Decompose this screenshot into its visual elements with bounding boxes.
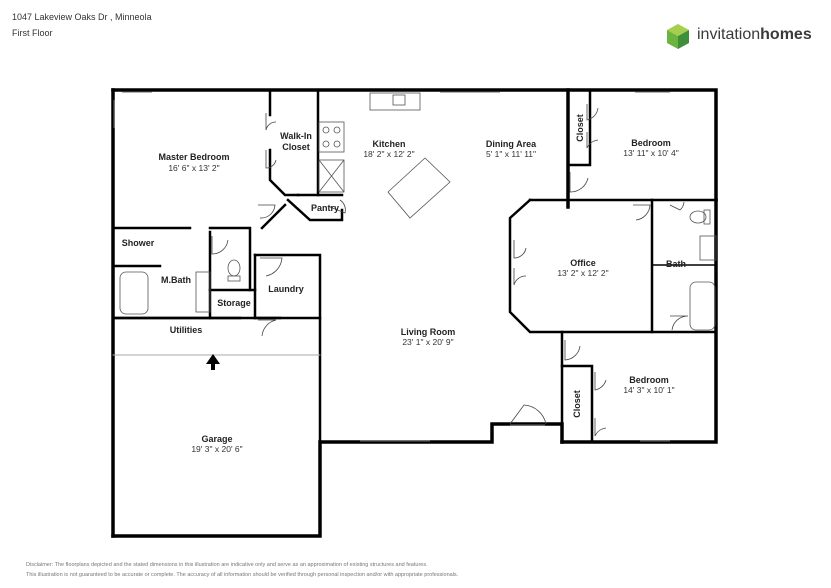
outer-wall [566, 88, 718, 202]
room-garage: Garage [201, 434, 232, 444]
room-dining-area-dim: 5' 1" x 11' 11" [486, 149, 536, 159]
room-dining-area: Dining Area [486, 139, 537, 149]
fridge-icon [318, 159, 345, 193]
disclaimer-line-1: Disclaimer: The floorplans depicted and … [26, 562, 428, 568]
bathtub-icon [119, 271, 149, 315]
kitchen-island [387, 157, 451, 219]
room-closet-bottom: Closet [572, 390, 582, 418]
room-walk-in-closet-line2: Closet [282, 142, 310, 152]
interior-wall [260, 203, 287, 230]
toilet-icon [689, 210, 707, 224]
stove-icon [318, 121, 345, 153]
property-address: 1047 Lakeview Oaks Dr , Minneola [12, 12, 152, 22]
room-office: Office [570, 258, 596, 268]
room-master-bedroom: Master Bedroom [158, 152, 229, 162]
room-garage-dim: 19' 3" x 20' 6" [191, 444, 242, 454]
room-storage: Storage [217, 298, 251, 308]
fixtures [119, 92, 717, 331]
interior-wall [566, 90, 592, 167]
interior-wall [253, 253, 322, 444]
interior-wall [508, 198, 718, 334]
room-closet-top: Closet [575, 114, 585, 142]
room-bedroom-bottom-dim: 14' 3" x 10' 1" [623, 385, 674, 395]
room-living-room-dim: 23' 1" x 20' 9" [402, 337, 453, 347]
room-pantry: Pantry [311, 203, 339, 213]
room-utilities: Utilities [170, 325, 203, 335]
vanity-icon [195, 271, 211, 313]
vanity-icon [699, 235, 717, 261]
toilet-icon [227, 259, 241, 277]
room-bedroom-top: Bedroom [631, 138, 671, 148]
logo-cube-icon [667, 24, 689, 49]
interior-wall [286, 198, 344, 222]
room-shower: Shower [122, 238, 155, 248]
room-office-dim: 13' 2" x 12' 2" [557, 268, 608, 278]
room-kitchen-dim: 18' 2" x 12' 2" [363, 149, 414, 159]
brand-logo: invitationhomes [663, 22, 823, 52]
interior-wall [208, 226, 252, 292]
room-living-room: Living Room [401, 327, 456, 337]
outer-wall [560, 198, 718, 444]
bathtub-icon [689, 281, 716, 331]
room-walk-in-closet: Walk-In [280, 131, 312, 141]
interior-wall [560, 364, 594, 444]
room-kitchen: Kitchen [372, 139, 405, 149]
disclaimer-line-2: This illustration is not guaranteed to b… [26, 572, 459, 578]
logo-text: invitationhomes [697, 26, 812, 43]
room-master-bedroom-dim: 16' 6" x 13' 2" [168, 163, 219, 173]
floor-label: First Floor [12, 28, 53, 38]
interior-wall [268, 148, 300, 197]
kitchen-sink-icon [369, 92, 421, 111]
room-m-bath: M.Bath [161, 275, 191, 285]
room-bath: Bath [666, 259, 686, 269]
garage-entry-arrow-icon [206, 354, 220, 370]
outer-wall [111, 422, 564, 538]
room-bedroom-bottom: Bedroom [629, 375, 669, 385]
room-laundry: Laundry [268, 284, 304, 294]
room-bedroom-top-dim: 13' 11" x 10' 4" [623, 148, 678, 158]
